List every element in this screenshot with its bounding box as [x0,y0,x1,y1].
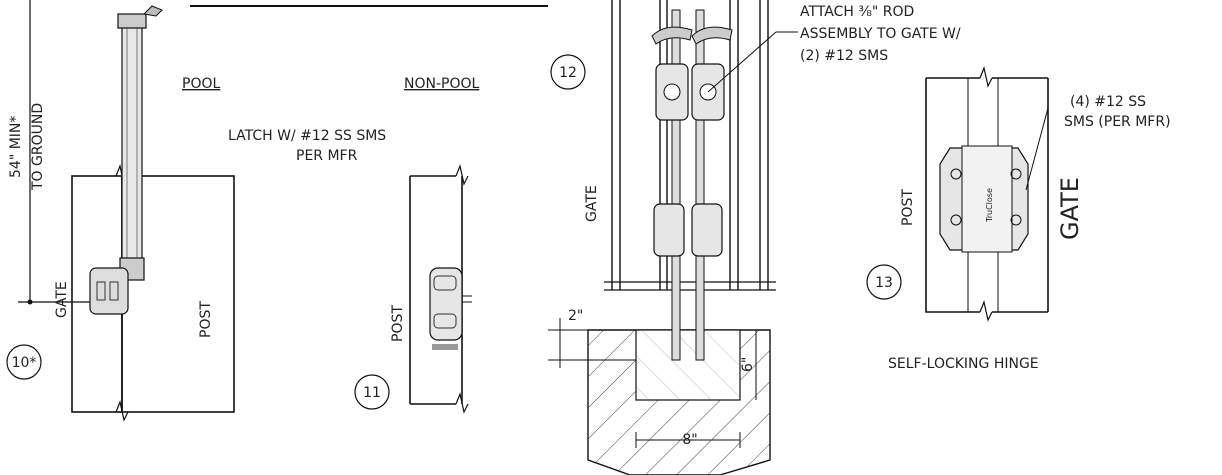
detail-12: ATTACH ⅜" ROD ASSEMBLY TO GATE W/ (2) #1… [548,0,961,475]
gate-label-left: GATE [54,281,70,318]
attach-label-2: ASSEMBLY TO GATE W/ [800,26,961,42]
latch-striker [89,267,129,315]
rod-guide-lower-left [653,203,685,257]
post-label-right: POST [900,189,916,226]
callout-11-text: 11 [363,385,381,401]
post-label-mid: POST [390,305,406,342]
gate-label-right: GATE [1056,177,1084,240]
dim-6in: 6" [740,357,756,372]
attach-label-3: (2) #12 SMS [800,48,888,64]
rod-guide-lower-right [691,203,723,257]
attach-label-1: ATTACH ⅜" ROD [800,4,914,20]
dim-8in: 8" [682,432,697,448]
latch-label-2: PER MFR [296,148,358,164]
detail-11: NON-POOL LATCH W/ #12 SS SMS PER MFR POS… [228,76,479,414]
callout-10-text: 10* [12,355,37,371]
latch-tube [121,21,143,263]
detail-13: TruClose (4) #12 SS SMS (PER MFR) POST G… [866,65,1171,372]
dim-2in: 2" [568,308,583,324]
post-label-left: POST [198,301,214,338]
latch-body [429,267,463,341]
min-height-label-2: TO GROUND [30,103,46,191]
hinge-brand-text: TruClose [985,188,994,223]
callout-13-text: 13 [875,275,893,291]
callout-11 [354,374,390,410]
callout-12 [550,54,586,90]
latch-label-1: LATCH W/ #12 SS SMS [228,128,386,144]
callout-10 [6,344,42,380]
sms-label-2: SMS (PER MFR) [1064,114,1171,130]
non-pool-label: NON-POOL [404,76,479,92]
pool-label: POOL [182,76,220,92]
sms-label-1: (4) #12 SS [1070,94,1146,110]
hinge-caption: SELF-LOCKING HINGE [888,356,1039,372]
gate-label-center: GATE [584,185,600,222]
callout-12-text: 12 [559,65,577,81]
callout-13 [866,264,902,300]
min-height-label-1: 54" MIN* [8,116,24,178]
detail-10: 54" MIN* TO GROUND POOL GATE POST 10* [6,0,235,422]
